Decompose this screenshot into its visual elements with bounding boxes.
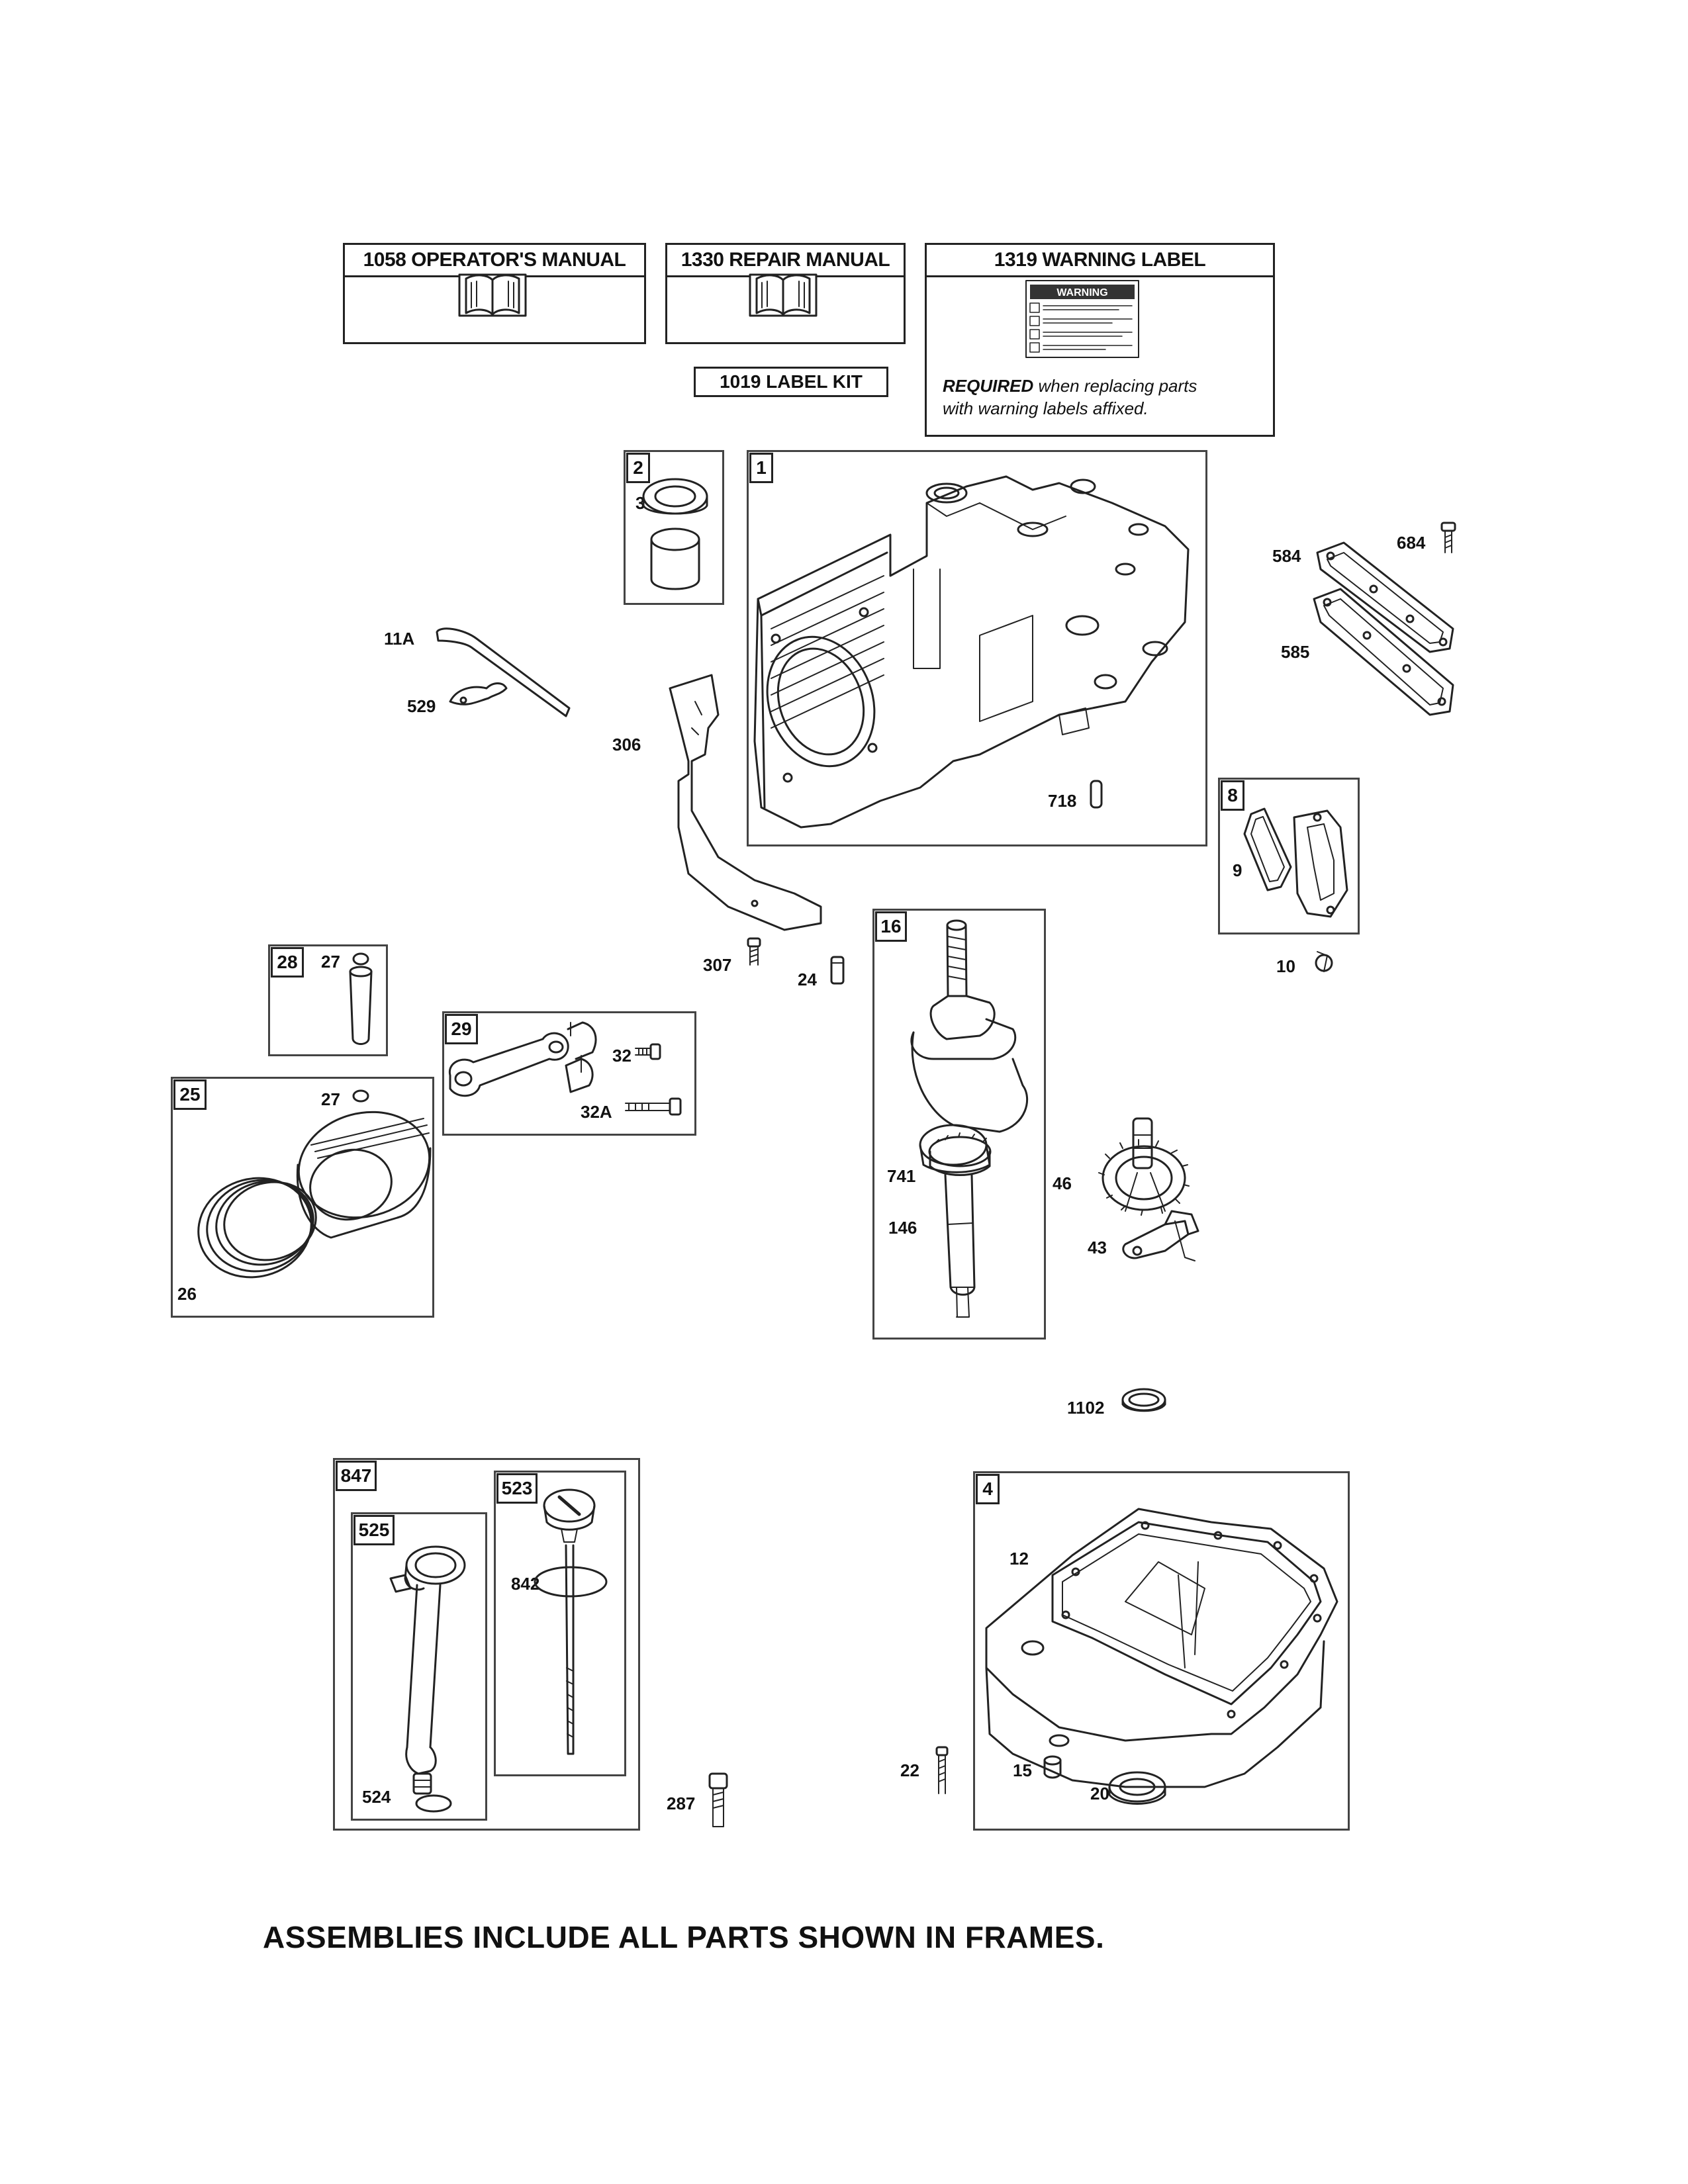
frame-525 — [351, 1512, 487, 1821]
gasket-584-icon — [1316, 541, 1454, 653]
tag-847: 847 — [336, 1461, 377, 1491]
part-label-32: 32 — [612, 1046, 632, 1066]
part-label-20: 20 — [1090, 1784, 1109, 1803]
part-label-1102: 1102 — [1067, 1398, 1105, 1418]
part-label-585: 585 — [1281, 642, 1310, 662]
tag-8: 8 — [1221, 780, 1244, 811]
gasket-585-icon — [1313, 588, 1454, 716]
crankshaft-pto-icon — [944, 1173, 976, 1318]
repair-manual-box: 1330 REPAIR MANUAL — [665, 243, 906, 344]
frame-847 — [333, 1458, 640, 1831]
part-label-10: 10 — [1276, 956, 1295, 976]
tag-16: 16 — [875, 911, 907, 942]
screw-307-icon — [747, 937, 761, 966]
warning-sticker-icon: WARNING — [1025, 280, 1139, 358]
part-label-24: 24 — [798, 970, 817, 989]
book-icon — [458, 273, 527, 317]
crank-gear-icon — [928, 1132, 992, 1176]
book-icon — [749, 273, 818, 317]
screw-684-icon — [1440, 522, 1456, 553]
part-label-15: 15 — [1013, 1760, 1032, 1780]
screw-287-icon — [708, 1772, 728, 1827]
part-label-12: 12 — [1009, 1549, 1029, 1569]
screw-10-icon — [1315, 951, 1333, 972]
tag-28: 28 — [271, 947, 304, 978]
tag-523: 523 — [496, 1473, 538, 1504]
part-label-9: 9 — [1233, 860, 1243, 880]
part-label-146: 146 — [888, 1218, 917, 1238]
breather-gasket-icon — [1243, 807, 1292, 891]
o-ring-524-icon — [415, 1794, 452, 1813]
part-label-43: 43 — [1088, 1238, 1107, 1257]
oil-seal-20-icon — [1108, 1771, 1166, 1805]
rod-bolt-32-icon — [635, 1043, 661, 1060]
part-label-46: 46 — [1053, 1173, 1072, 1193]
tag-525: 525 — [353, 1515, 395, 1545]
bolt-22-icon — [935, 1746, 949, 1794]
frame-1 — [747, 450, 1207, 846]
drain-plug-15-icon — [1043, 1755, 1062, 1779]
warning-label-title: 1319 WARNING LABEL — [927, 245, 1273, 277]
crankshaft-icon — [910, 919, 1029, 1173]
frame-16 — [872, 909, 1046, 1340]
warning-sticker-text: WARNING — [1056, 287, 1107, 298]
o-ring-842-icon — [534, 1566, 608, 1598]
frame-523 — [494, 1471, 626, 1776]
part-label-524: 524 — [362, 1787, 391, 1807]
dowel-pin-icon — [1090, 780, 1103, 809]
rod-bolt-32A-icon — [625, 1097, 682, 1116]
part-label-26: 26 — [177, 1284, 197, 1304]
footer-note: ASSEMBLIES INCLUDE ALL PARTS SHOWN IN FR… — [263, 1920, 1105, 1954]
frame-8 — [1218, 778, 1360, 934]
tag-29: 29 — [445, 1014, 478, 1044]
breather-cover-icon — [1293, 809, 1348, 918]
piston-rings-icon — [197, 1177, 317, 1279]
frame-25 — [171, 1077, 434, 1318]
piston-pin-icon — [349, 966, 373, 1045]
camshaft-gear-icon — [1098, 1117, 1190, 1216]
frame-2 — [624, 450, 724, 605]
part-label-27-lower: 27 — [321, 1089, 340, 1109]
part-label-307: 307 — [703, 955, 732, 975]
connecting-rod-icon — [448, 1021, 597, 1097]
crankcase-sump-icon — [985, 1508, 1338, 1788]
tag-25: 25 — [173, 1079, 207, 1110]
frame-4 — [973, 1471, 1350, 1831]
dipstick-blade-icon — [565, 1544, 575, 1755]
part-label-27-upper: 27 — [321, 952, 340, 972]
part-label-741: 741 — [887, 1166, 916, 1186]
tag-1: 1 — [749, 453, 773, 483]
dipstick-tube-icon — [389, 1545, 466, 1795]
part-label-529: 529 — [407, 696, 436, 716]
part-label-32A: 32A — [581, 1102, 612, 1122]
oil-seal-1102-icon — [1121, 1388, 1166, 1412]
dowel-24-icon — [830, 956, 845, 985]
part-label-718: 718 — [1048, 791, 1077, 811]
breather-tube-icon — [436, 627, 571, 717]
clip-529-icon — [449, 682, 508, 705]
part-label-22: 22 — [900, 1760, 919, 1780]
oil-seal-icon — [642, 478, 708, 515]
retainer-ring-icon — [352, 952, 369, 966]
part-label-684: 684 — [1397, 533, 1426, 553]
piston-icon — [296, 1111, 432, 1239]
cylinder-block-icon — [753, 475, 1190, 829]
dipstick-cap-icon — [543, 1488, 596, 1543]
part-label-287: 287 — [667, 1794, 696, 1813]
part-label-306: 306 — [612, 735, 641, 754]
warning-note: REQUIRED when replacing parts with warni… — [943, 376, 1197, 418]
frame-29 — [442, 1011, 696, 1136]
frame-28 — [268, 944, 388, 1056]
part-label-11A: 11A — [384, 629, 415, 649]
retainer-ring-icon — [352, 1089, 369, 1103]
label-kit-box: 1019 LABEL KIT — [694, 367, 888, 397]
air-guide-icon — [669, 674, 822, 931]
tag-4: 4 — [976, 1474, 1000, 1504]
bearing-sleeve-icon — [650, 527, 700, 590]
governor-43-icon — [1122, 1210, 1199, 1261]
part-label-584: 584 — [1272, 546, 1301, 566]
tag-2: 2 — [626, 453, 650, 483]
